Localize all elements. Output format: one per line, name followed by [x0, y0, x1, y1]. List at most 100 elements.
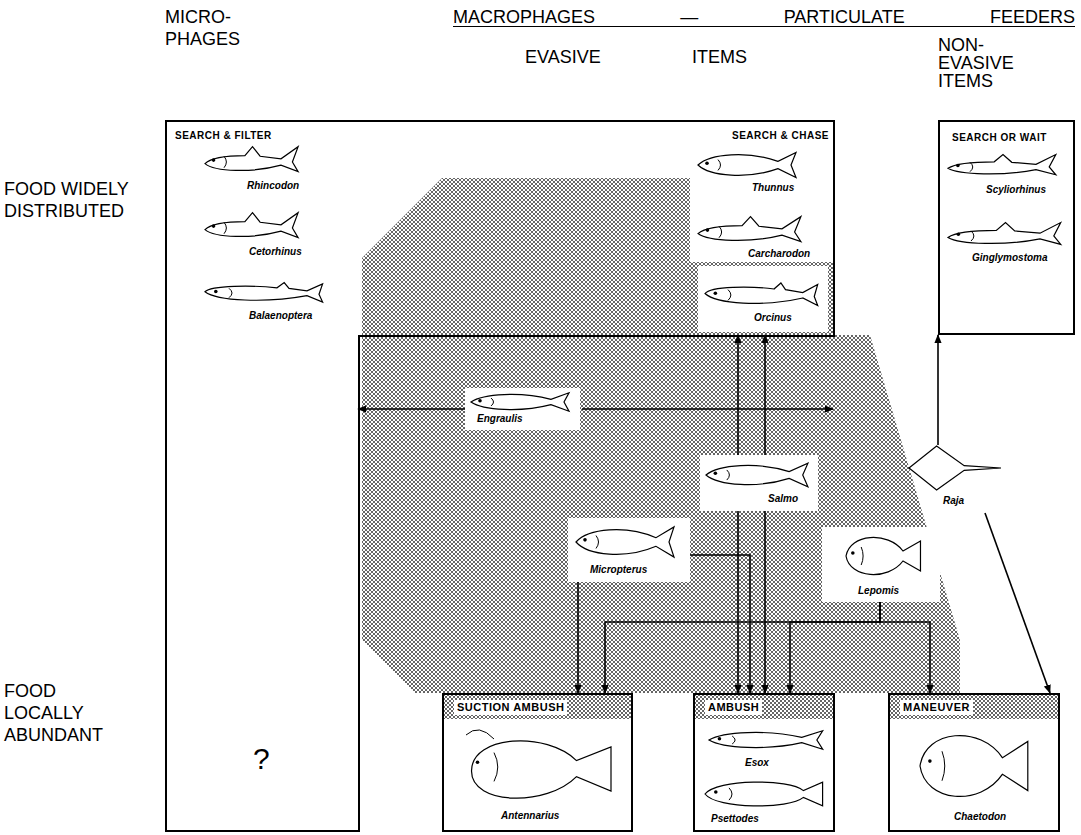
fish-drawing — [698, 152, 796, 177]
fish-drawing — [705, 283, 818, 306]
feeding-transition-arrow — [737, 335, 739, 693]
fish-drawing — [205, 213, 298, 238]
gill-line — [970, 162, 973, 171]
fish-outline — [705, 782, 823, 806]
feeding-transition-arrow — [577, 582, 579, 693]
genus-label: Antennarius — [499, 810, 561, 822]
fish-drawing — [706, 463, 808, 487]
fish-illustration — [690, 120, 838, 335]
fish-drawing — [846, 537, 920, 574]
feeding-transition-arrow — [605, 602, 880, 693]
fish-illustration — [700, 455, 818, 511]
fish-eye — [714, 790, 718, 794]
gill-line — [718, 160, 721, 171]
genus-label: Ginglymostoma — [970, 252, 1050, 264]
genus-label: Balaenoptera — [247, 310, 314, 322]
axis-heading: MACROPHAGES — PARTICULATE FEEDERS — [453, 6, 1075, 28]
fish-outline — [205, 147, 298, 172]
genus-label: Engraulis — [475, 413, 525, 425]
fish-outline — [920, 736, 1028, 797]
fish-drawing — [471, 393, 569, 411]
gill-line — [494, 753, 498, 782]
fish-eye — [583, 538, 587, 542]
free-arrow — [582, 408, 833, 410]
genus-label: Cetorhinus — [247, 246, 304, 258]
gill-line — [861, 547, 863, 565]
fish-outline — [698, 152, 796, 177]
genus-label: Salmo — [766, 493, 800, 505]
fish-drawing — [948, 223, 1061, 245]
fish-eye — [718, 737, 722, 741]
fish-outline — [205, 213, 298, 238]
fish-label-box: Engraulis — [465, 388, 580, 430]
feeding-mode-box: SEARCH & CHASEThunnusCarcharodonOrcinus — [690, 120, 838, 335]
fish-illustration — [940, 122, 1073, 333]
feeding-transition-arrow — [790, 602, 880, 693]
feeding-transition-arrow — [937, 335, 939, 445]
fish-drawing — [705, 782, 823, 806]
fish-eye — [851, 551, 855, 555]
feeding-mode-box: AMBUSHEsoxPsettodes — [693, 693, 835, 832]
feeding-transition-arrow — [358, 408, 465, 410]
fish-eye — [957, 233, 961, 237]
hatched-band — [890, 695, 1058, 719]
shaded-region — [362, 178, 960, 693]
fish-drawing — [709, 731, 823, 749]
fish-drawing — [948, 155, 1056, 175]
feeding-transition-arrow — [764, 335, 766, 693]
fish-outline — [705, 283, 818, 306]
fish-outline — [709, 731, 823, 749]
category-heading: SEARCH & FILTER — [173, 130, 274, 142]
fish-outline — [706, 463, 808, 487]
gill-line — [942, 751, 945, 781]
fish-outline — [576, 527, 674, 557]
gill-line — [727, 470, 730, 480]
feeding-transition-arrow — [690, 555, 750, 693]
category-heading: AMBUSH — [705, 700, 762, 715]
fish-drawing — [205, 147, 298, 172]
gill-line — [224, 222, 226, 234]
fish-drawing — [920, 736, 1028, 797]
genus-label: Orcinus — [752, 312, 794, 324]
axis-heading: FOOD WIDELY DISTRIBUTED — [4, 178, 159, 222]
genus-label: Chaetodon — [952, 811, 1008, 823]
feeding-transition-arrow — [985, 513, 1050, 693]
hatched-band — [444, 695, 631, 719]
axis-heading: EVASIVE ITEMS — [525, 46, 747, 68]
gill-line — [596, 536, 599, 549]
fish-outline — [472, 741, 612, 798]
category-heading: SEARCH & CHASE — [730, 130, 831, 142]
gill-line — [229, 288, 232, 297]
category-heading: MANEUVER — [900, 700, 973, 715]
genus-label: Micropterus — [588, 564, 649, 576]
question-mark: ? — [253, 742, 270, 776]
white-patch — [698, 266, 828, 332]
hatched-band — [695, 695, 833, 719]
gill-line — [971, 231, 974, 241]
genus-label: Thunnus — [750, 182, 796, 194]
genus-label: Psettodes — [709, 813, 761, 825]
genus-label: Rhincodon — [245, 180, 301, 192]
fish-eye — [212, 224, 216, 228]
fish-drawing — [909, 446, 1001, 490]
fish-drawing — [466, 730, 611, 798]
gill-line — [224, 156, 226, 168]
fish-outline — [909, 446, 1001, 490]
fish-eye — [476, 760, 480, 764]
region-outline — [166, 121, 834, 831]
fish-drawing — [698, 217, 801, 242]
gill-line — [729, 788, 732, 800]
category-heading: SEARCH OR WAIT — [950, 132, 1049, 144]
feeding-transition-arrow — [880, 602, 930, 693]
fish-outline — [948, 155, 1056, 175]
fish-outline — [205, 283, 323, 303]
gill-line — [728, 290, 731, 301]
fish-outline — [698, 217, 801, 242]
genus-label: Scyliorhinus — [984, 184, 1048, 196]
category-heading: SUCTION AMBUSH — [454, 700, 567, 715]
feeding-mode-box: SEARCH OR WAIT ScyliorhinusGinglymostoma — [938, 120, 1075, 335]
fish-drawing — [576, 527, 674, 557]
genus-label: Lepomis — [856, 585, 901, 597]
fish-outline — [948, 223, 1061, 245]
